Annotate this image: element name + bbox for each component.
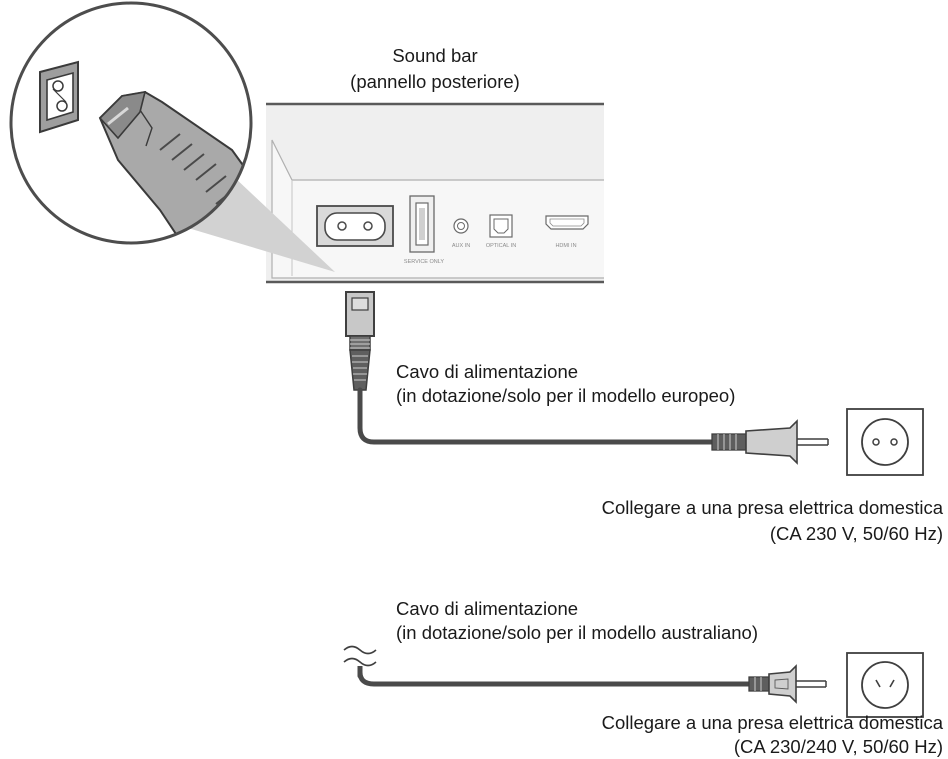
eu-plug [711,419,829,465]
hdmi-port [545,215,589,230]
magnifier-detail [9,1,253,245]
magnified-inlet [39,60,79,134]
soundbar-title: Sound bar [392,45,478,66]
au-cable-label-line1: Cavo di alimentazione [396,598,579,619]
eu-cable-connector [345,291,375,391]
au-outlet [846,652,924,718]
break-symbol [343,645,377,667]
aux-in-label: AUX IN [452,243,470,249]
au-outlet-label-line2: (CA 230/240 V, 50/60 Hz) [733,736,943,757]
au-outlet-label-line1: Collegare a una presa elettrica domestic… [601,712,943,733]
au-cable-label-line2: (in dotazione/solo per il modello austra… [396,622,758,643]
optical-port [489,214,513,238]
soundbar-subtitle: (pannello posteriore) [350,71,520,92]
eu-cable-label-line1: Cavo di alimentazione [396,361,579,382]
eu-outlet-label-line1: Collegare a una presa elettrica domestic… [601,497,943,518]
eu-cable-label-line2: (in dotazione/solo per il modello europe… [396,385,736,406]
service-only-label: SERVICE ONLY [404,259,444,265]
power-inlet [316,205,394,247]
hdmi-in-label: HDMI IN [555,243,576,249]
eu-cable-wire [357,387,718,445]
optical-in-label: OPTICAL IN [486,243,516,249]
eu-outlet [846,408,924,476]
magnified-plug [98,90,251,241]
au-plug [748,664,827,704]
aux-port [453,218,469,234]
eu-outlet-label-line2: (CA 230 V, 50/60 Hz) [769,523,943,544]
usb-service-port [409,195,435,253]
au-cable-wire [357,670,755,687]
